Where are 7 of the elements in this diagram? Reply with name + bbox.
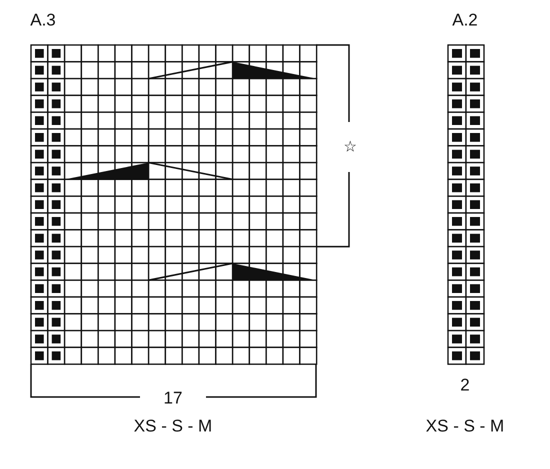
chart-title: A.2 xyxy=(452,12,478,28)
stitch-count: 2 xyxy=(460,376,470,394)
size-label: XS - S - M xyxy=(426,418,504,434)
chart-title: A.3 xyxy=(30,12,56,28)
stitch-count: 17 xyxy=(164,390,182,406)
size-label: XS - S - M xyxy=(134,418,212,434)
repeat-symbol: ☆ xyxy=(344,140,356,154)
